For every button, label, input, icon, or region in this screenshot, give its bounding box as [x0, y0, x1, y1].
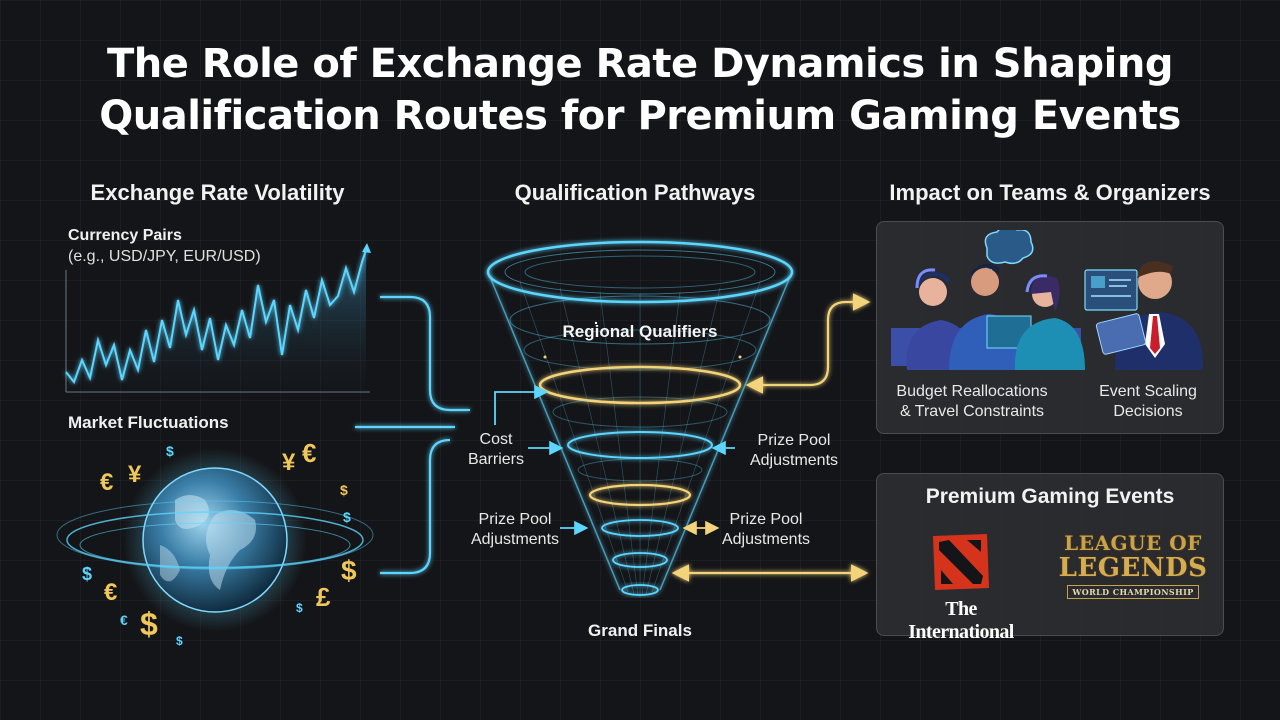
heading-qualification-pathways: Qualification Pathways [514, 180, 756, 205]
funnel-ring-top [486, 240, 794, 304]
currency-symbol: ¥ [282, 449, 296, 476]
prize-pool-right-top-label: Prize Pool Adjustments [749, 432, 839, 469]
page-title: The Role of Exchange Rate Dynamics in Sh… [0, 38, 1280, 142]
funnel-edge-left [487, 271, 621, 591]
right-connectors [671, 293, 871, 582]
prize-pool-right-bottom-label: Prize Pool Adjustments [721, 511, 811, 548]
connector-chart-to-funnel [380, 295, 470, 412]
left-connectors [355, 295, 470, 575]
currency-symbol: $ [343, 509, 351, 525]
market-fluctuations-label: Market Fluctuations [68, 413, 229, 432]
currency-pairs-example: (e.g., USD/JPY, EUR/USD) [68, 248, 261, 265]
chart-line [65, 249, 367, 385]
connector-globe-to-funnel [380, 438, 451, 575]
heading-impact: Impact on Teams & Organizers [889, 180, 1211, 205]
currency-symbol: € [120, 612, 128, 628]
funnel-ring-gold [588, 483, 692, 507]
regional-qualifiers-label: Regional Qualifiers [562, 322, 718, 341]
heading-exchange-rate-volatility: Exchange Rate Volatility [90, 180, 345, 205]
league-of-legends-logo: LEAGUE OF LEGENDS WORLD CHAMPIONSHIP [1049, 532, 1217, 610]
currency-symbol: € [100, 469, 113, 496]
events-heading: Premium Gaming Events [925, 485, 1175, 508]
event-scaling-label: Event Scaling Decisions [1073, 382, 1223, 422]
funnel-ring-tip [621, 584, 659, 596]
chart-arrow-head [362, 243, 371, 253]
the-international-label: The International [908, 598, 1014, 643]
cost-barriers-label: Cost Barriers [467, 431, 524, 468]
globe-continent-2 [206, 510, 256, 590]
grand-finals-label: Grand Finals [588, 621, 692, 640]
events-panel: Premium Gaming Events The International … [876, 473, 1224, 643]
impact-illustration [891, 230, 1204, 370]
currency-symbol: £ [316, 582, 331, 612]
arrow-cost-barriers-up [494, 384, 549, 425]
globe-continent-3 [160, 545, 180, 582]
budget-reallocations-label: Budget Reallocations & Travel Constraint… [877, 382, 1067, 422]
team-group-icon [891, 263, 1085, 370]
funnel-ring-bottom [612, 552, 668, 568]
globe-orbit-2 [79, 522, 351, 568]
event-scaling-line-2: Decisions [1113, 403, 1183, 420]
lol-logo-line-1: LEAGUE OF [1064, 531, 1202, 555]
currency-symbol: $ [341, 555, 357, 586]
title-line-2: Qualification Routes for Premium Gaming … [99, 93, 1181, 139]
currency-symbol: € [302, 438, 316, 468]
currency-symbol: € [104, 579, 117, 606]
volatility-line-chart [65, 243, 371, 393]
dota-logo-icon [933, 534, 989, 590]
budget-line-2: & Travel Constraints [899, 403, 1045, 420]
connector-funnel-to-impact [745, 293, 871, 394]
lol-logo-line-2: LEGENDS [1058, 553, 1208, 583]
currency-symbol: $ [296, 601, 303, 615]
businessman-icon [1084, 261, 1204, 370]
currency-symbol: $ [176, 634, 183, 648]
globe-orbit-1 [66, 511, 364, 569]
budget-line-1: Budget Reallocations [896, 383, 1048, 400]
impact-panel: Budget Reallocations & Travel Constraint… [876, 221, 1224, 434]
funnel-arrows [494, 384, 735, 536]
globe-illustration [56, 448, 374, 632]
currency-symbol: $ [166, 443, 174, 459]
currency-pairs-label: Currency Pairs [68, 227, 182, 244]
currency-symbol: $ [340, 482, 348, 498]
title-line-1: The Role of Exchange Rate Dynamics in Sh… [106, 41, 1174, 87]
currency-symbol: $ [140, 606, 158, 642]
prize-pool-left-label: Prize Pool Adjustments [470, 511, 560, 548]
chart-area-fill [66, 250, 366, 392]
currency-symbols: € ¥ $ ¥ € $ $ $ € $ £ $ € $ $ [82, 438, 357, 648]
globe-orbit-3 [56, 500, 374, 570]
event-scaling-line-1: Event Scaling [1099, 383, 1197, 400]
funnel-ring-lower [601, 519, 679, 537]
lol-logo-line-3: WORLD CHAMPIONSHIP [1067, 585, 1199, 599]
currency-symbol: ¥ [128, 461, 142, 488]
currency-symbol: $ [82, 564, 92, 584]
